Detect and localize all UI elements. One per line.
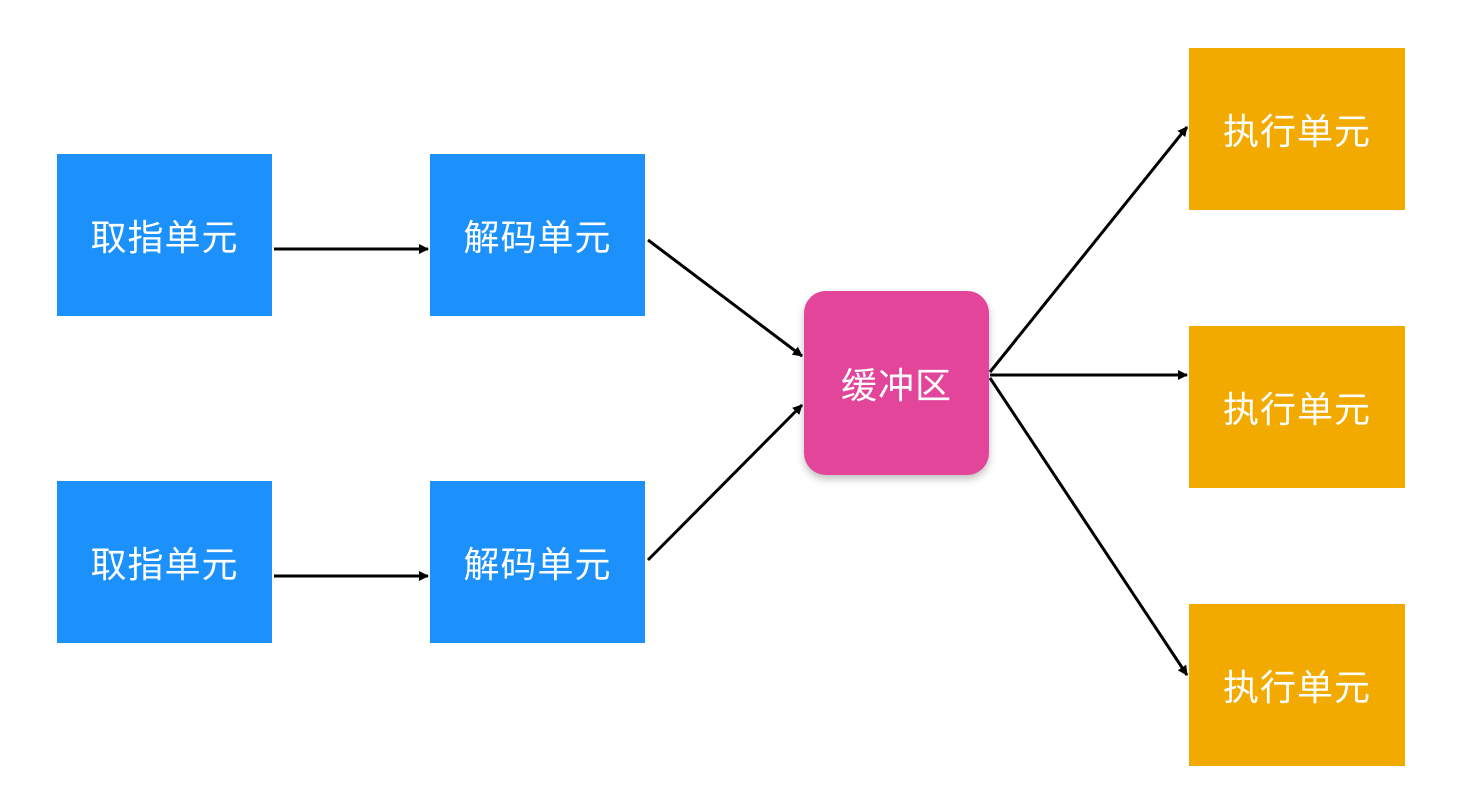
arrow-buffer-to-exec1 [988,126,1189,373]
exec-unit-2[interactable]: 执行单元 [1189,326,1405,488]
fetch-unit-label: 取指单元 [90,536,239,588]
buffer-label: 缓冲区 [840,366,952,407]
arrow-buffer-to-exec3 [988,377,1189,676]
arrow-decode1-to-buffer [647,238,803,358]
exec-unit-label: 执行单元 [1222,103,1371,155]
exec-unit-1[interactable]: 执行单元 [1189,48,1405,210]
arrow-decode2-to-buffer [646,403,804,562]
fetch-unit-2[interactable]: 取指单元 [57,481,272,643]
decode-unit-2[interactable]: 解码单元 [430,481,645,643]
decode-unit-label: 解码单元 [463,209,612,261]
exec-unit-label: 执行单元 [1222,659,1371,711]
exec-unit-3[interactable]: 执行单元 [1189,604,1405,766]
decode-unit-1[interactable]: 解码单元 [430,154,645,316]
exec-unit-label: 执行单元 [1222,381,1371,433]
fetch-unit-1[interactable]: 取指单元 [57,154,272,316]
buffer-node[interactable]: 缓冲区 [804,291,989,475]
fetch-unit-label: 取指单元 [90,209,239,261]
decode-unit-label: 解码单元 [463,536,612,588]
